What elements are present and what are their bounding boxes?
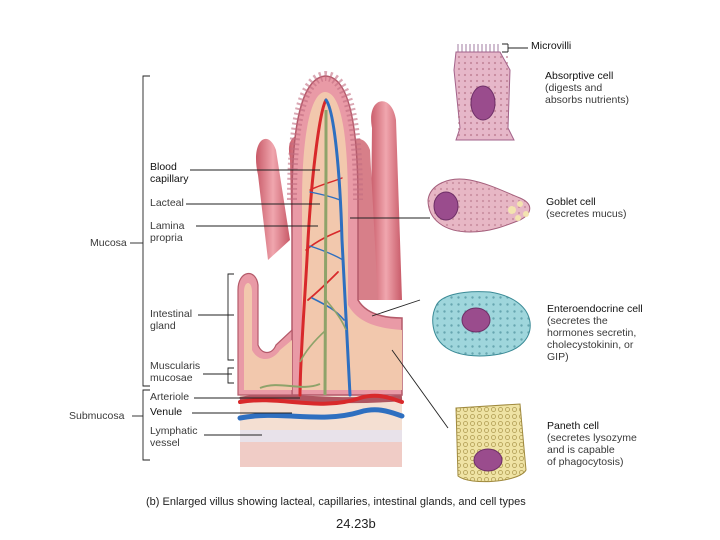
label-entero-desc-4: GIP) bbox=[547, 351, 569, 363]
label-mucosa: Mucosa bbox=[90, 237, 127, 249]
label-muscularis-mucosae-1: Muscularis bbox=[150, 360, 201, 372]
label-lamina-propria-2: propria bbox=[150, 232, 183, 244]
label-goblet-desc: (secretes mucus) bbox=[546, 208, 627, 220]
label-microvilli: Microvilli bbox=[531, 40, 572, 52]
label-paneth-desc-2: and is capable bbox=[547, 444, 615, 456]
enteroendocrine-cell bbox=[432, 291, 531, 357]
label-intestinal-gland-1: Intestinal bbox=[150, 308, 193, 320]
label-lacteal: Lacteal bbox=[150, 197, 184, 209]
figure-number: 24.23b bbox=[336, 516, 376, 531]
label-paneth-desc-1: (secretes lysozyme bbox=[547, 432, 637, 444]
label-lamina-propria-1: Lamina bbox=[150, 220, 185, 232]
label-lymphatic-vessel-2: vessel bbox=[150, 437, 180, 449]
label-goblet-cell: Goblet cell bbox=[546, 196, 596, 208]
label-absorptive-desc-1: (digests and bbox=[545, 82, 603, 94]
label-absorptive-desc-2: absorbs nutrients) bbox=[545, 94, 630, 106]
paneth-cell bbox=[455, 403, 527, 483]
label-absorptive-cell: Absorptive cell bbox=[545, 70, 614, 82]
label-entero-desc-2: hormones secretin, bbox=[547, 327, 637, 339]
label-blood-capillary-2: capillary bbox=[150, 173, 189, 185]
label-paneth-cell: Paneth cell bbox=[547, 420, 599, 432]
lacteal-shape bbox=[259, 110, 347, 396]
intestinal-gland-shape bbox=[237, 273, 293, 396]
figure-caption: (b) Enlarged villus showing lacteal, cap… bbox=[146, 496, 526, 508]
goblet-cell bbox=[427, 178, 531, 233]
label-arteriole: Arteriole bbox=[150, 391, 190, 403]
label-enteroendocrine-cell: Enteroendocrine cell bbox=[547, 303, 643, 315]
leader-lines bbox=[130, 43, 528, 461]
label-blood-capillary-1: Blood bbox=[150, 161, 177, 173]
label-submucosa: Submucosa bbox=[69, 410, 125, 422]
absorptive-cell bbox=[453, 44, 515, 141]
label-entero-desc-3: cholecystokinin, or bbox=[547, 339, 634, 351]
label-entero-desc-1: (secretes the bbox=[547, 315, 608, 327]
label-venule: Venule bbox=[150, 406, 183, 418]
label-paneth-desc-3: of phagocytosis) bbox=[547, 456, 624, 468]
submucosa-block bbox=[239, 394, 403, 467]
label-intestinal-gland-2: gland bbox=[150, 320, 176, 332]
label-lymphatic-vessel-1: Lymphatic bbox=[150, 425, 198, 437]
label-muscularis-mucosae-2: mucosae bbox=[150, 372, 193, 384]
